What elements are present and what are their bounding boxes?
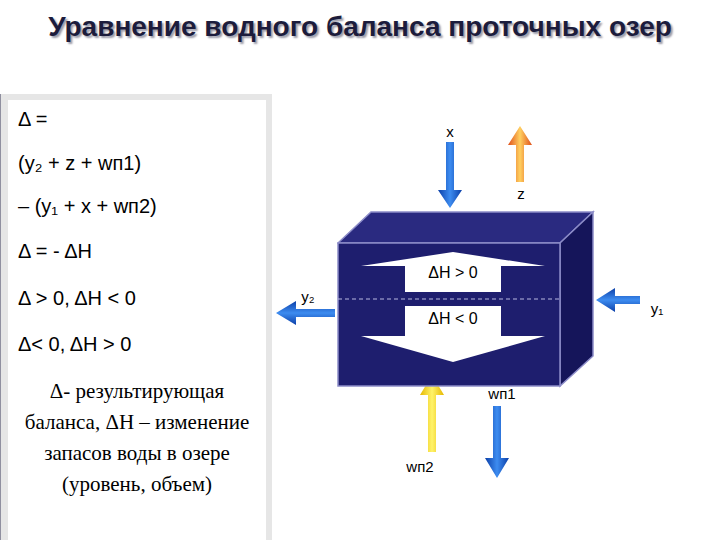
definition-note: Δ- результирующая баланса, ΔH – изменени… — [12, 376, 262, 500]
groundwater-out-arrow — [485, 406, 509, 478]
evaporation-arrow — [508, 126, 532, 182]
flow-label: wп1 — [488, 385, 515, 402]
level-label: ΔH < 0 — [428, 310, 477, 328]
formula-line: Δ = - ΔH — [18, 240, 92, 263]
slide-title: Уравнение водного баланса проточных озер — [40, 8, 680, 46]
formula-line: Δ > 0, ΔH < 0 — [18, 287, 136, 310]
inflow-arrow — [596, 288, 640, 312]
outflow-arrow — [276, 301, 335, 325]
formula-line: (y₂ + z + wп1) — [18, 152, 141, 175]
cube-front — [338, 243, 560, 386]
flow-label: z — [517, 185, 525, 202]
panel-ground — [0, 94, 272, 540]
formula-line: – (y₁ + x + wп2) — [18, 195, 157, 218]
formula-panel: Δ = (y₂ + z + wп1) – (y₁ + x + wп2) Δ = - Δ… — [8, 100, 266, 540]
level-down-arrow — [361, 306, 545, 362]
flow-label: y₂ — [301, 288, 314, 305]
panel-edge — [0, 94, 1, 540]
flow-label: wп2 — [406, 458, 433, 475]
formula-line: Δ< 0, ΔH > 0 — [18, 333, 131, 356]
water-level — [338, 299, 560, 300]
flow-label: y₁ — [651, 300, 664, 317]
level-label: ΔH > 0 — [428, 264, 477, 282]
inflow-arrow — [438, 142, 462, 208]
lake-cube — [337, 210, 595, 388]
formula-line: Δ = — [18, 108, 48, 131]
level-up-arrow — [361, 252, 545, 292]
cube-side — [560, 212, 593, 386]
flow-label: x — [446, 123, 454, 140]
cube-top — [338, 212, 593, 243]
lake-box: ΔH > 0 ΔH < 0 — [337, 210, 595, 388]
